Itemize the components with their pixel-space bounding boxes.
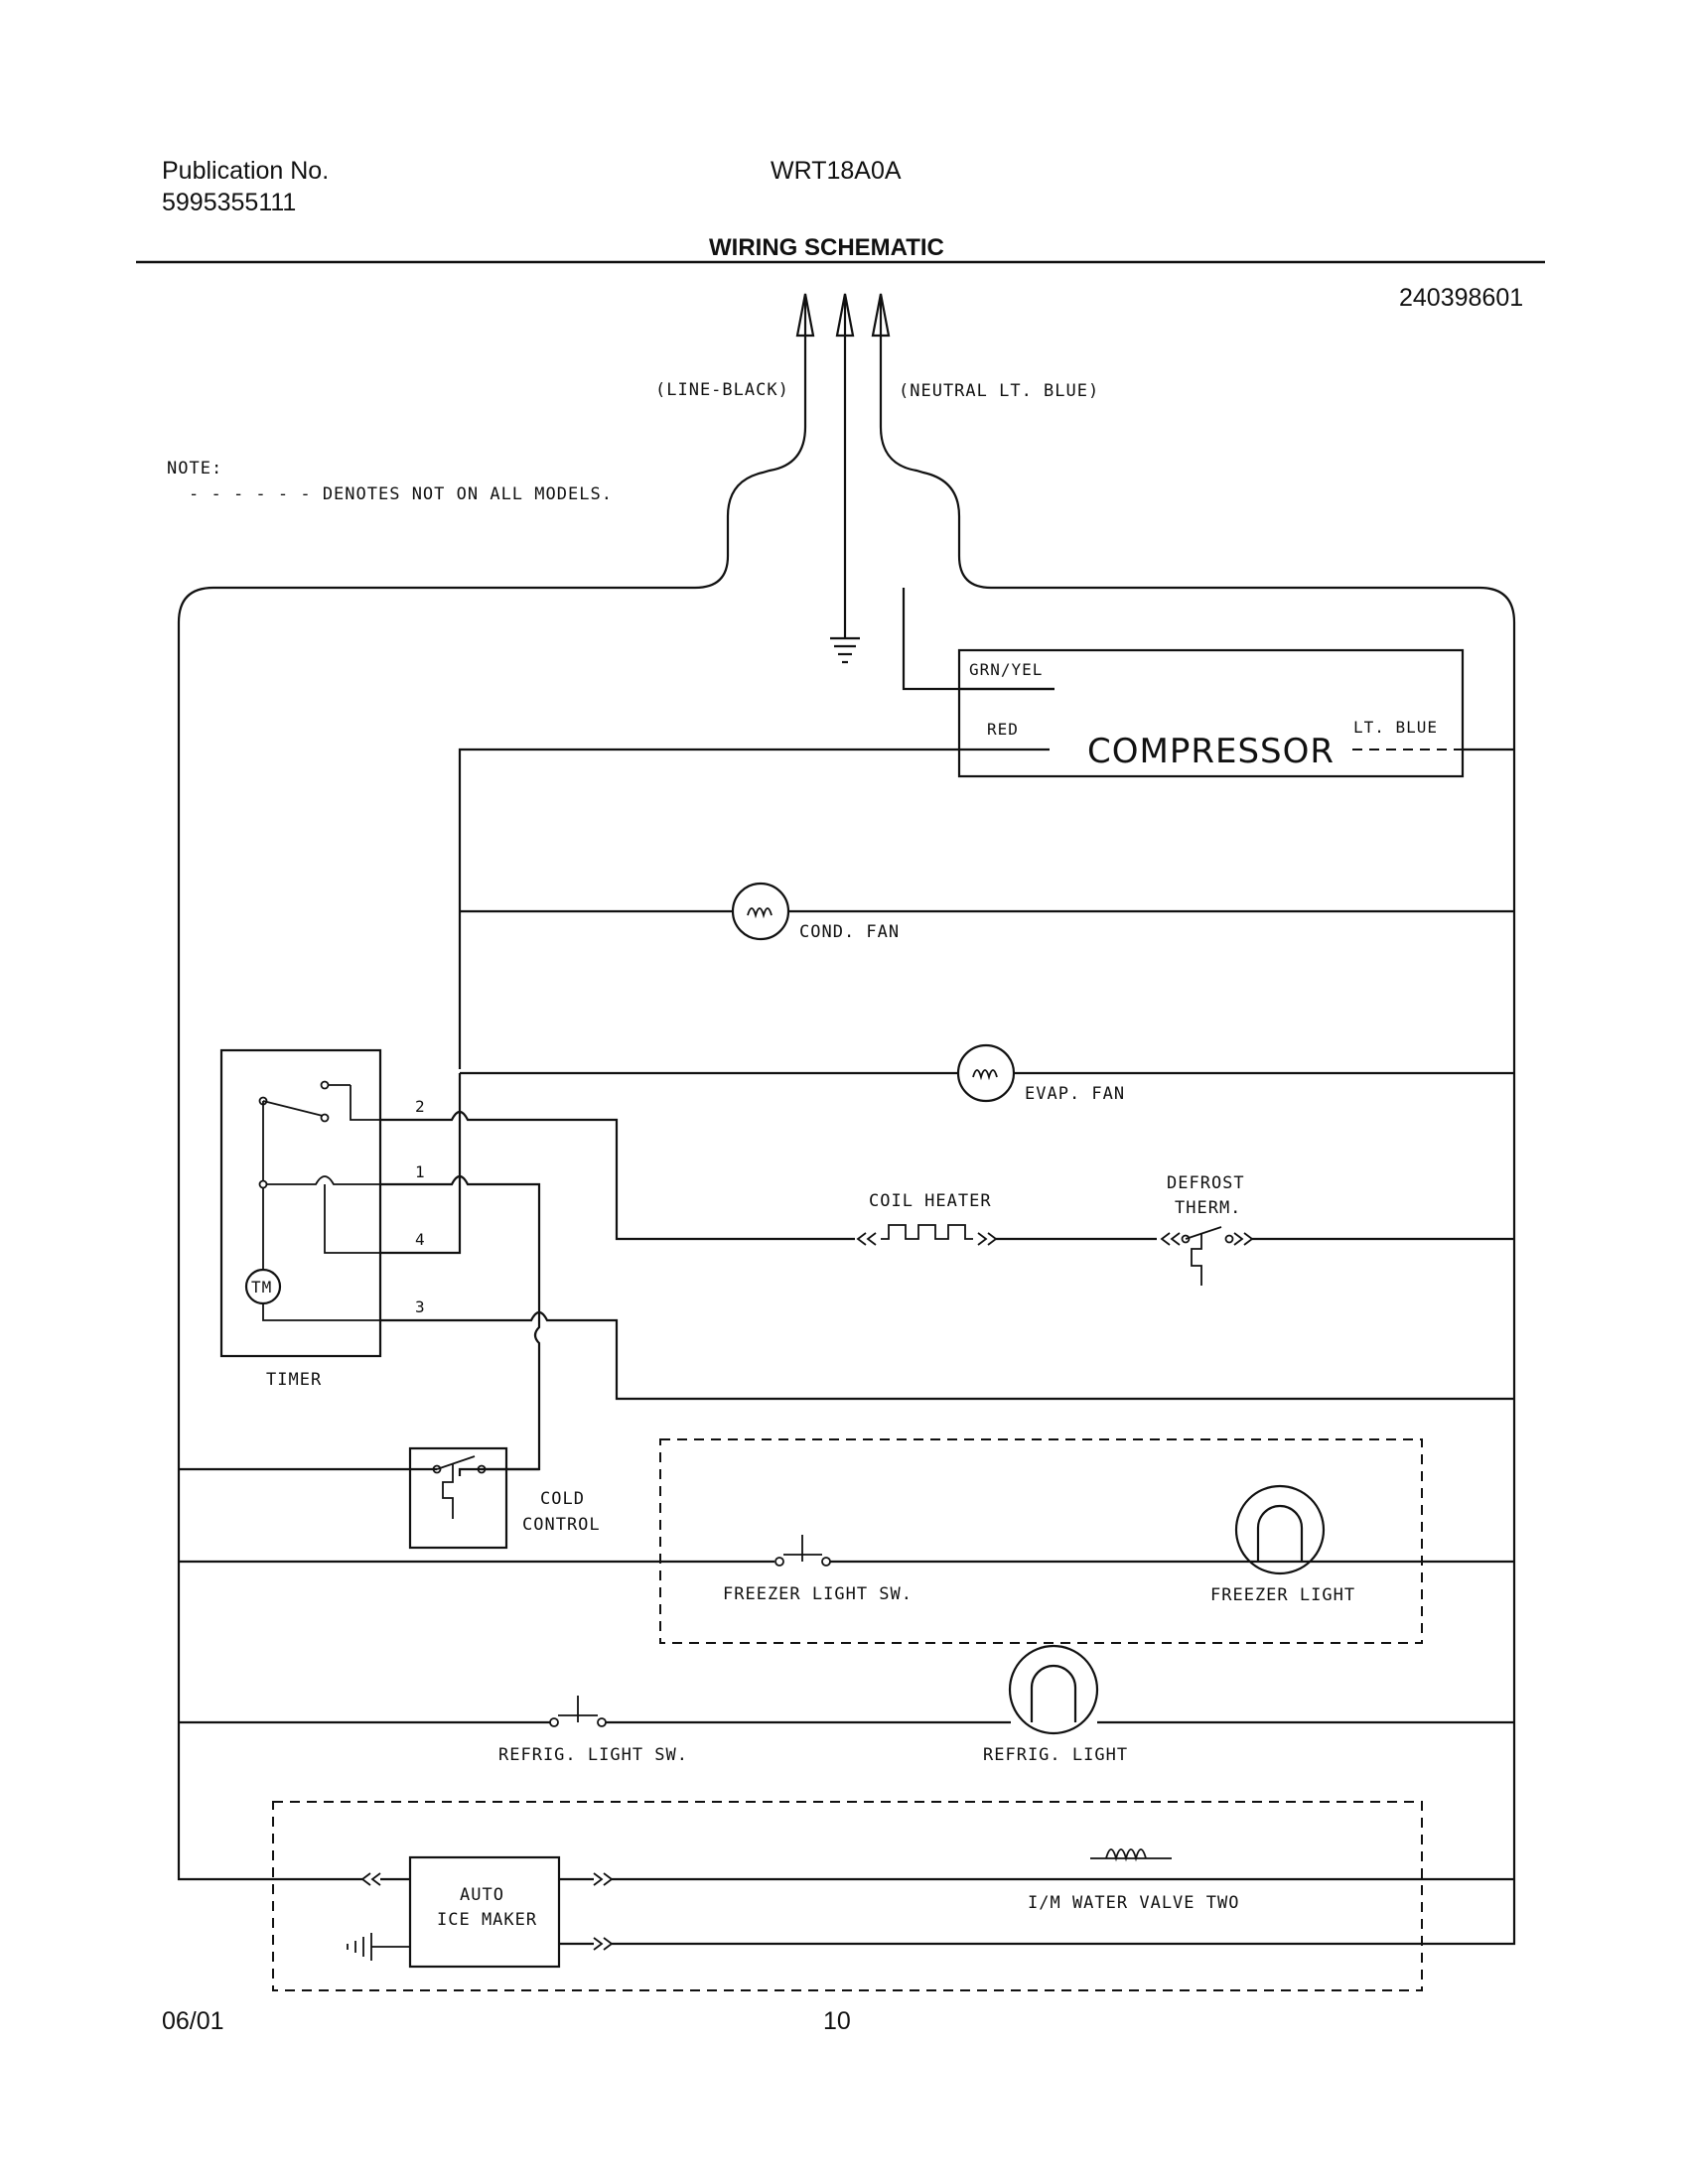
page-number: 10 <box>823 2007 851 2035</box>
timer-terminal-3: 3 <box>415 1297 426 1316</box>
note-label: NOTE: <box>167 459 222 478</box>
page-title: WIRING SCHEMATIC <box>709 234 944 261</box>
refrig-light-icon <box>1008 1644 1099 1735</box>
cond-fan-icon <box>731 882 790 941</box>
supply-arrows <box>795 293 891 338</box>
note-legend: - - - - - - DENOTES NOT ON ALL MODELS. <box>189 484 613 504</box>
compressor-neutral-terminal: LT. BLUE <box>1353 718 1438 737</box>
footer-date: 06/01 <box>162 2007 224 2035</box>
timer-label: TIMER <box>266 1370 322 1390</box>
cold-control-label-1: COLD <box>540 1489 585 1509</box>
refrig-light-switch-icon <box>549 1696 607 1727</box>
coil-heater-label: COIL HEATER <box>869 1191 992 1211</box>
ice-maker-label-2: ICE MAKER <box>437 1910 537 1930</box>
ice-maker-box <box>408 1855 561 1969</box>
defrost-therm-icon <box>1160 1226 1254 1286</box>
timer-box <box>219 1048 382 1358</box>
cold-control-box <box>408 1446 508 1550</box>
freezer-light-icon <box>1234 1484 1326 1575</box>
water-valve-icon <box>1090 1848 1172 1862</box>
evap-fan-icon <box>956 1043 1016 1103</box>
line-black-label: (LINE-BLACK) <box>655 380 789 400</box>
ice-maker-ground-icon <box>347 1933 410 1961</box>
model-number: WRT18A0A <box>771 157 902 185</box>
compressor-red-terminal: RED <box>987 720 1019 739</box>
freezer-light-optional-region <box>659 1438 1423 1644</box>
timer-terminal-3-wire <box>380 1310 1514 1401</box>
ground-symbol <box>830 336 860 664</box>
timer-terminal-1: 1 <box>415 1162 426 1181</box>
timer-terminal-2-wire <box>380 1110 855 1241</box>
compressor-red-wire <box>458 748 959 1069</box>
publication-number: 5995355111 <box>162 189 297 216</box>
drawing-number: 240398601 <box>1399 284 1524 312</box>
ice-maker-label-1: AUTO <box>460 1885 504 1905</box>
timer-switch <box>258 1080 380 1189</box>
defrost-therm-label-2: THERM. <box>1175 1198 1241 1218</box>
neutral-wire <box>879 336 1516 1946</box>
neutral-label: (NEUTRAL LT. BLUE) <box>899 381 1099 401</box>
refrig-light-switch-label: REFRIG. LIGHT SW. <box>498 1745 688 1765</box>
cold-control-switch <box>432 1455 487 1519</box>
coil-heater-icon <box>856 1224 998 1246</box>
publication-label: Publication No. <box>162 157 330 185</box>
compressor-box <box>957 648 1465 778</box>
freezer-light-switch-icon <box>774 1535 831 1567</box>
timer-terminal-1-wire <box>380 1174 541 1476</box>
freezer-light-label: FREEZER LIGHT <box>1210 1585 1355 1605</box>
compressor-ground-terminal: GRN/YEL <box>969 660 1043 679</box>
freezer-light-switch-label: FREEZER LIGHT SW. <box>723 1584 913 1604</box>
line-wire <box>177 336 807 1881</box>
timer-terminal-2: 2 <box>415 1097 426 1116</box>
cond-fan-label: COND. FAN <box>799 922 900 942</box>
timer-motor-label: TM <box>251 1278 272 1297</box>
cold-control-label-2: CONTROL <box>522 1515 601 1535</box>
compressor-label: COMPRESSOR <box>1087 732 1335 771</box>
water-valve-label: I/M WATER VALVE TWO <box>1028 1893 1239 1913</box>
ice-maker-optional-region <box>272 1801 1423 1991</box>
timer-terminal-4: 4 <box>415 1230 426 1249</box>
refrig-light-label: REFRIG. LIGHT <box>983 1745 1128 1765</box>
defrost-therm-label-1: DEFROST <box>1167 1173 1245 1193</box>
evap-fan-label: EVAP. FAN <box>1025 1084 1125 1104</box>
timer-terminal-4-wire <box>380 1073 462 1255</box>
